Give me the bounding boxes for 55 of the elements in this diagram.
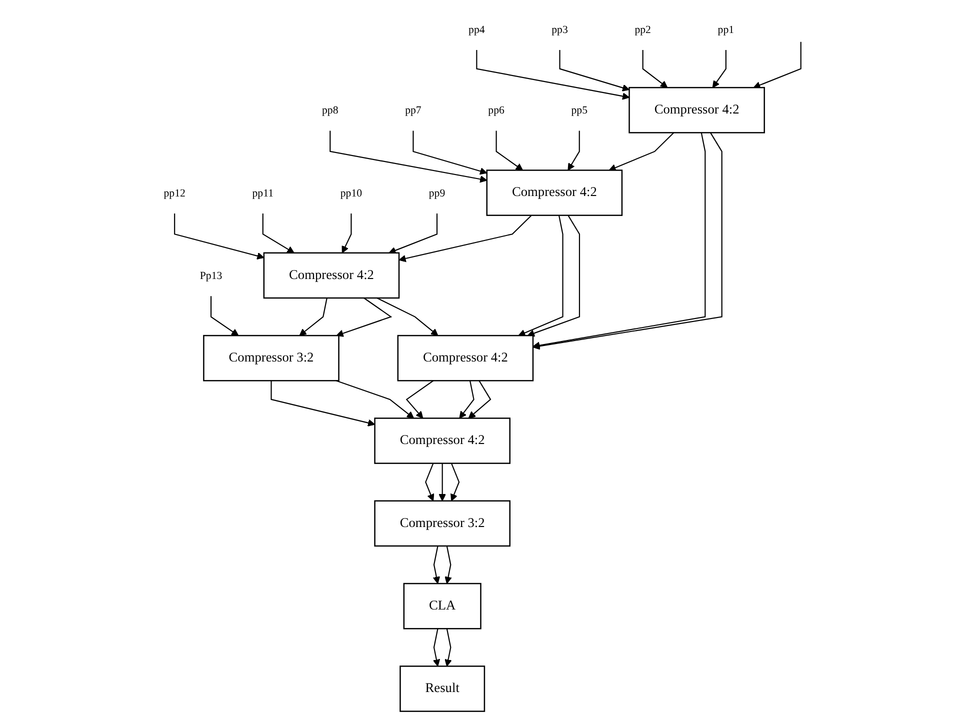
node-box: Result [399,666,485,712]
node-box: Compressor 3:2 [374,500,510,547]
node-text: pp3 [551,22,568,36]
node-text: pp7 [404,104,422,116]
arrow [438,463,446,502]
arrow [398,214,532,262]
node-text: pp2 [634,22,651,36]
node-text: pp8 [322,104,338,116]
arrow [752,42,802,89]
arrow [210,296,238,336]
arrow [450,463,460,502]
arrow [458,380,474,419]
arrow [406,380,434,419]
arrow [527,215,580,337]
arrow [712,50,726,88]
node-text: pp12 [163,186,186,199]
node-text: pp1 [717,22,734,36]
node-box: Compressor 4:2 [628,86,765,134]
node-text: pp5 [570,104,588,116]
node-box: Compressor 3:2 [202,334,340,382]
arrow [424,463,434,502]
arrow [468,380,491,419]
arrow [298,298,328,336]
arrow [262,213,294,254]
arrow [444,628,452,667]
arrow [336,380,414,419]
arrow [642,50,668,88]
arrow [270,380,375,426]
arrow [336,298,392,337]
node-text: pp10 [340,186,362,199]
node-box: CLA [403,582,482,630]
arrow [432,546,440,584]
node-text: Pp13 [200,268,222,282]
node-text: pp4 [468,22,485,36]
arrow [412,130,487,175]
arrow [174,213,264,260]
arrow [329,130,487,183]
arrow [567,130,580,171]
arrow [444,546,452,584]
arrow [476,50,630,100]
node-text: pp6 [488,104,504,116]
arrow [518,215,564,336]
arrow [608,132,674,172]
node-box: Compressor 4:2 [374,418,510,464]
node-box: Compressor 4:2 [396,334,534,382]
arrow [388,213,438,254]
arrow [341,213,352,254]
node-box: Compressor 4:2 [263,252,400,299]
node-text: pp9 [428,186,445,199]
arrow [558,50,630,92]
node-text: pp11 [252,186,274,199]
arrow [376,298,438,336]
node-box: Compressor 4:2 [486,170,622,216]
arrow [432,628,440,667]
arrow [495,130,523,171]
